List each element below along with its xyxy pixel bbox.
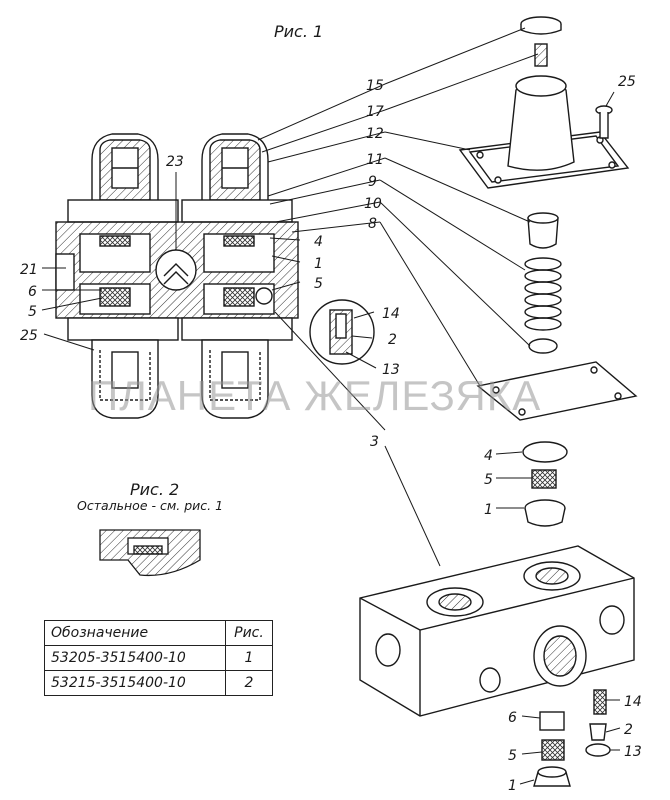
part-2-pin-b xyxy=(589,723,607,741)
part-3-body xyxy=(359,545,635,717)
part-4-diaphragm xyxy=(522,441,568,463)
part-5-spring xyxy=(531,469,557,489)
part-11-seat xyxy=(527,217,559,249)
callout-1: 1 xyxy=(314,256,323,272)
table-header-figure: Рис. xyxy=(225,620,273,646)
callout-5-right: 5 xyxy=(314,276,323,292)
callout-5-exploded: 5 xyxy=(484,472,493,488)
table-cell-designation: 53215-3515400-10 xyxy=(44,670,226,696)
callout-17: 17 xyxy=(366,104,384,120)
callout-6-left: 6 xyxy=(28,284,37,300)
table-header-row: Обозначение Рис. xyxy=(44,620,273,646)
part-9-spring xyxy=(524,257,562,331)
designation-table: Обозначение Рис. 53205-3515400-10 1 5321… xyxy=(44,620,273,696)
callout-1-lower: 1 xyxy=(508,778,517,794)
callout-21: 21 xyxy=(20,262,38,278)
callout-2-lower: 2 xyxy=(624,722,633,738)
callout-23: 23 xyxy=(166,154,184,170)
callout-25-right: 25 xyxy=(618,74,636,90)
callout-4-exploded: 4 xyxy=(484,448,493,464)
part-1-valve xyxy=(524,507,566,527)
table-header-designation: Обозначение xyxy=(44,620,226,646)
part-8-gasket xyxy=(476,361,638,421)
watermark: ПЛАНЕТА ЖЕЛЕЗЯКА xyxy=(88,372,542,419)
callout-10: 10 xyxy=(364,196,382,212)
callout-1-exploded: 1 xyxy=(484,502,493,518)
callout-8: 8 xyxy=(368,216,377,232)
callouts: 15 17 12 11 9 10 8 23 4 1 5 21 6 5 25 14… xyxy=(20,74,642,794)
part-6-seal-b xyxy=(539,711,565,731)
part-17-spring xyxy=(534,43,548,67)
figure2-note: Остальное - см. рис. 1 xyxy=(77,498,224,513)
part-14-spring-b xyxy=(593,689,607,715)
part-13-washer-b xyxy=(585,743,611,757)
table-cell-figure: 2 xyxy=(225,670,273,696)
table-row: 53205-3515400-10 1 xyxy=(44,645,273,671)
callout-3: 3 xyxy=(370,434,379,450)
callout-13-lower: 13 xyxy=(624,744,642,760)
callout-14-lower: 14 xyxy=(624,694,642,710)
table-cell-designation: 53205-3515400-10 xyxy=(44,645,226,671)
callout-6-lower: 6 xyxy=(508,710,517,726)
callout-14-detail: 14 xyxy=(382,306,400,322)
callout-13-detail: 13 xyxy=(382,362,400,378)
callout-2-detail: 2 xyxy=(388,332,397,348)
figure2-caption: Рис. 2 xyxy=(130,480,180,499)
callout-5-left: 5 xyxy=(28,304,37,320)
leader-lines xyxy=(41,27,621,785)
callout-15: 15 xyxy=(366,78,384,94)
callout-12: 12 xyxy=(366,126,384,142)
callout-5-lower: 5 xyxy=(508,748,517,764)
exploded-view xyxy=(359,16,638,787)
callout-25-left: 25 xyxy=(20,328,38,344)
callout-9: 9 xyxy=(368,174,377,190)
part-10-washer xyxy=(528,338,558,354)
figure1-caption: Рис. 1 xyxy=(274,22,324,41)
section-view xyxy=(55,133,375,419)
table-cell-figure: 1 xyxy=(225,645,273,671)
figure2-detail xyxy=(99,529,201,577)
part-25-screw xyxy=(599,112,609,139)
callout-11: 11 xyxy=(366,152,384,168)
central-valve xyxy=(155,249,197,291)
callout-4: 4 xyxy=(314,234,323,250)
table-row: 53215-3515400-10 2 xyxy=(44,670,273,696)
part-5-spring-b xyxy=(541,739,565,761)
